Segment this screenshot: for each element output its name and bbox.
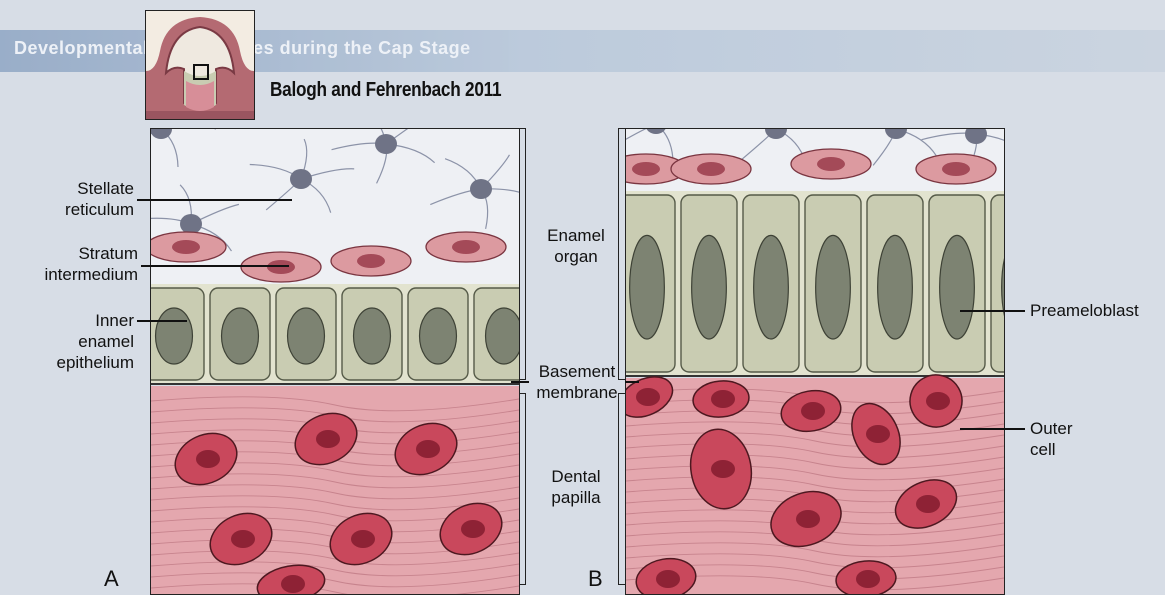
dental-papilla-nucleus (916, 495, 940, 513)
label-stratum-intermedium: Stratum intermedium (40, 243, 138, 285)
stratum-nucleus (267, 260, 295, 274)
panel-b-illustration (626, 129, 1004, 594)
stratum-nucleus (452, 240, 480, 254)
leader-inner-enamel (137, 320, 187, 322)
leader-basement-a (511, 381, 529, 383)
leader-stratum (141, 265, 289, 267)
columnar-cell-nucleus (486, 308, 519, 364)
panel-letter-b: B (588, 566, 603, 592)
dental-papilla-nucleus (711, 390, 735, 408)
columnar-cell-nucleus (222, 308, 259, 364)
leader-basement-b (625, 381, 639, 383)
dental-papilla-nucleus (796, 510, 820, 528)
dental-papilla-bracket-b (618, 393, 625, 585)
dental-papilla-nucleus (801, 402, 825, 420)
leader-preameloblast (960, 310, 1025, 312)
tooth-germ-thumbnail (145, 10, 255, 120)
label-preameloblast: Preameloblast (1030, 300, 1162, 321)
dental-papilla-bracket (519, 393, 526, 585)
stratum-nucleus (942, 162, 970, 176)
label-enamel-organ: Enamel organ (534, 225, 618, 267)
dental-papilla-nucleus (711, 460, 735, 478)
leader-outer-cell (960, 428, 1025, 430)
label-inner-enamel-epithelium: Inner enamel epithelium (40, 310, 134, 373)
stratum-nucleus (817, 157, 845, 171)
columnar-cell-nucleus (816, 235, 851, 339)
label-outer-cell: Outer cell (1030, 418, 1110, 460)
stratum-nucleus (357, 254, 385, 268)
tooth-germ-icon (146, 11, 254, 119)
dental-papilla-nucleus (656, 570, 680, 588)
stratum-nucleus (632, 162, 660, 176)
dental-papilla-nucleus (636, 388, 660, 406)
figure-credit: Balogh and Fehrenbach 2011 (270, 79, 501, 102)
label-basement-membrane: Basement membrane (530, 361, 624, 403)
dental-papilla-nucleus (351, 530, 375, 548)
columnar-cell-nucleus (630, 235, 665, 339)
columnar-cell-nucleus (420, 308, 457, 364)
columnar-cell-nucleus (940, 235, 975, 339)
panel-letter-a: A (104, 566, 119, 592)
enamel-organ-bracket (519, 128, 526, 380)
stratum-nucleus (172, 240, 200, 254)
dental-papilla-nucleus (316, 430, 340, 448)
columnar-cell-nucleus (878, 235, 913, 339)
label-stellate-reticulum: Stellate reticulum (40, 178, 134, 220)
dental-papilla-nucleus (231, 530, 255, 548)
columnar-cell-nucleus (354, 308, 391, 364)
leader-stellate (137, 199, 292, 201)
columnar-cell-nucleus (754, 235, 789, 339)
columnar-cell-nucleus (156, 308, 193, 364)
enamel-organ-bracket-b (618, 128, 625, 380)
dental-papilla-nucleus (461, 520, 485, 538)
columnar-cell-nucleus (692, 235, 727, 339)
dental-papilla-nucleus (856, 570, 880, 588)
columnar-cell-nucleus (288, 308, 325, 364)
dental-papilla-nucleus (281, 575, 305, 593)
dental-papilla-nucleus (866, 425, 890, 443)
stratum-nucleus (697, 162, 725, 176)
panel-b-histology (625, 128, 1005, 595)
dental-papilla-nucleus (416, 440, 440, 458)
dental-papilla-nucleus (196, 450, 220, 468)
label-dental-papilla: Dental papilla (534, 466, 618, 508)
dental-papilla-nucleus (926, 392, 950, 410)
